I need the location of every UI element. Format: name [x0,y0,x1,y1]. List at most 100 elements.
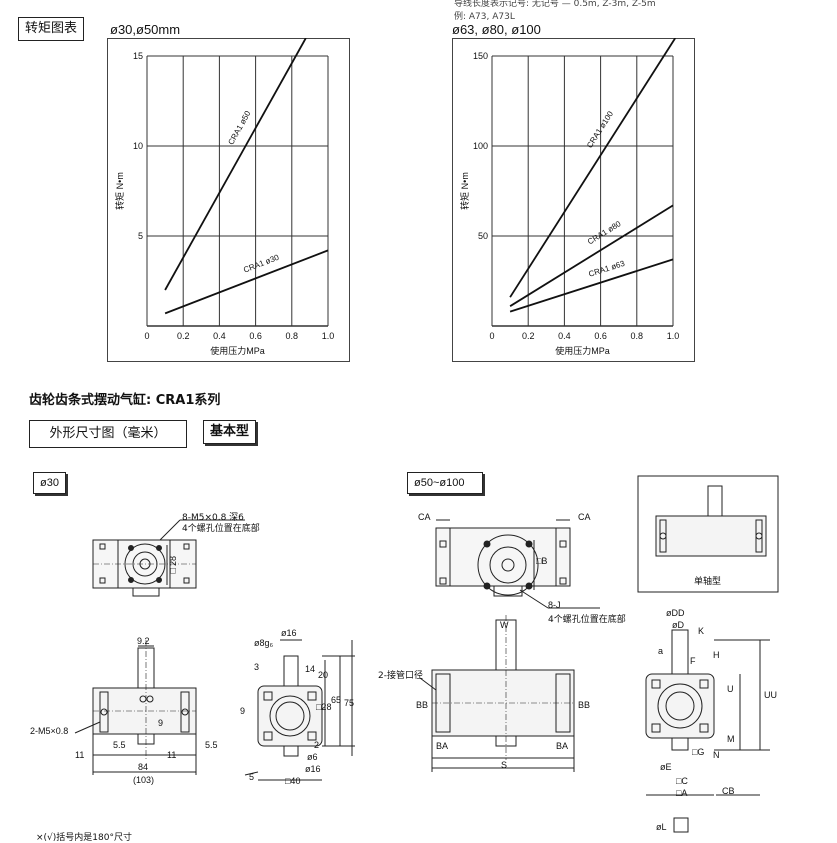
d30-dim-103: (103) [133,775,155,785]
chart2-ytick: 150 [473,51,488,61]
side-g: □G [692,747,705,757]
side-l: øL [656,822,667,832]
d50-dim-s: S [501,760,508,770]
chart1-ylabel: 转矩 N•m [114,172,125,210]
d50-dim-b: □B [536,556,548,566]
d50-top-view [435,519,600,609]
d30-dim-m5: 2-M5×0.8 [30,726,69,736]
d30-dim-14: 14 [305,664,316,674]
d30-dim-16: ø16 [281,628,297,638]
d30-dim-84: 84 [138,762,149,772]
side-h: H [713,650,720,660]
chart1-xtick: 0 [144,331,149,341]
series-title: 齿轮齿条式摆动气缸: CRA1系列 [29,393,221,408]
d30-dim-9v: 9 [240,706,246,716]
d50-port: 2-接管口径 [378,671,423,681]
d50-note-8j: 8-J [548,600,561,610]
chart1-xtick: 0.8 [286,331,299,341]
chart2-ylabel: 转矩 N•m [459,172,470,210]
side-u: U [727,684,734,694]
side-a2: □A [676,788,688,798]
chart2-ytick: 100 [473,141,488,151]
single-shaft-box [637,475,779,593]
side-f: F [690,656,696,666]
d50-bb-left: BB [416,700,429,710]
side-dd: øDD [666,608,685,618]
d30-dim-6: ø6 [307,752,318,762]
chart2-xlabel: 使用压力MPa [555,345,610,356]
d30-dim-5: 5 [249,772,255,782]
chart2-series-line [509,258,674,313]
chart2-xtick: 0 [489,331,494,341]
d30-dim-11a: 11 [75,750,85,760]
d30-note-pos: 4个螺孔位置在底部 [182,524,260,534]
side-uu: UU [764,690,777,700]
d30-side-view [244,639,355,781]
d30-dim-3: 3 [254,662,260,672]
chart2-xtick: 0.2 [522,331,535,341]
top-note: 导线长度表示记号: 无记号 — 0.5m, Z-3m, Z-5m 例: A73,… [454,0,656,22]
chart1-ytick: 15 [133,51,143,61]
d50-ba-left: BA [436,741,449,751]
chart2-frame [452,38,695,362]
d30-dim-65: 65 [331,695,342,705]
d30-dim-5-5b: 5.5 [205,740,218,750]
d30-dim-16b: ø16 [305,764,321,774]
chart1-xtick: 1.0 [322,331,335,341]
chart1-xlabel: 使用压力MPa [210,345,265,356]
chart1-frame [107,38,350,362]
chart2-series-line [509,204,674,307]
side-n: N [713,750,720,760]
d30-dim-9-2: 9.2 [137,636,150,646]
d30-dim-75: 75 [344,698,355,708]
d50-ba-right: BA [556,741,569,751]
d30-dim-5-5a: 5.5 [113,740,126,750]
d50-front-view [419,615,575,772]
dims-tag: 外形尺寸图（毫米） [29,420,187,448]
side-e: øE [660,762,672,772]
top-note-line2: 例: A73, A73L [454,12,515,22]
torque-tag: 转矩图表 [18,17,85,41]
side-k: K [698,626,705,636]
d50-bb-right: BB [578,700,591,710]
d30-dim-28b: □28 [316,702,332,712]
d30-tag: ø30 [33,472,66,494]
d50-note-pos: 4个螺孔位置在底部 [548,615,626,625]
chart2-series-line [509,38,677,298]
chart2-ytick: 50 [478,231,488,241]
d30-top-view [92,519,245,597]
d30-note-screw: 8-M5×0.8 深6 [182,513,244,523]
d50-tag: ø50~ø100 [407,472,483,494]
chart1-title: ø30,ø50mm [110,22,181,37]
side-cb: CB [722,786,735,796]
d50-ca-left: CA [418,512,431,522]
top-note-line1: 导线长度表示记号: 无记号 — 0.5m, Z-3m, Z-5m [454,0,656,9]
d50-ca-right: CA [578,512,591,522]
chart2-xtick: 0.4 [558,331,571,341]
chart2-xtick: 0.8 [631,331,644,341]
chart1-series-line [164,38,307,291]
d30-dim-11b: 11 [167,750,177,760]
chart2-xtick: 1.0 [667,331,680,341]
side-c: □C [676,776,688,786]
chart1-ytick: 5 [138,231,143,241]
chart2-title: ø63, ø80, ø100 [452,22,541,37]
side-m: M [727,734,735,744]
d30-dim-40: □40 [285,776,301,786]
chart1-xtick: 0.4 [213,331,226,341]
d50-dim-w: W [500,620,509,630]
side-view-right [645,629,770,833]
chart2-xtick: 0.6 [594,331,607,341]
chart1-ytick: 10 [133,141,143,151]
chart1-xtick: 0.2 [177,331,190,341]
side-d: øD [672,620,684,630]
d30-dim-28: □28 [168,556,178,577]
d30-bottom-note: ×(√)括号内是180°尺寸 [36,833,132,843]
d30-dim-9: 9 [158,718,164,728]
chart1-series-line [164,249,329,315]
side-a: a [658,646,664,656]
chart1-xtick: 0.6 [249,331,262,341]
